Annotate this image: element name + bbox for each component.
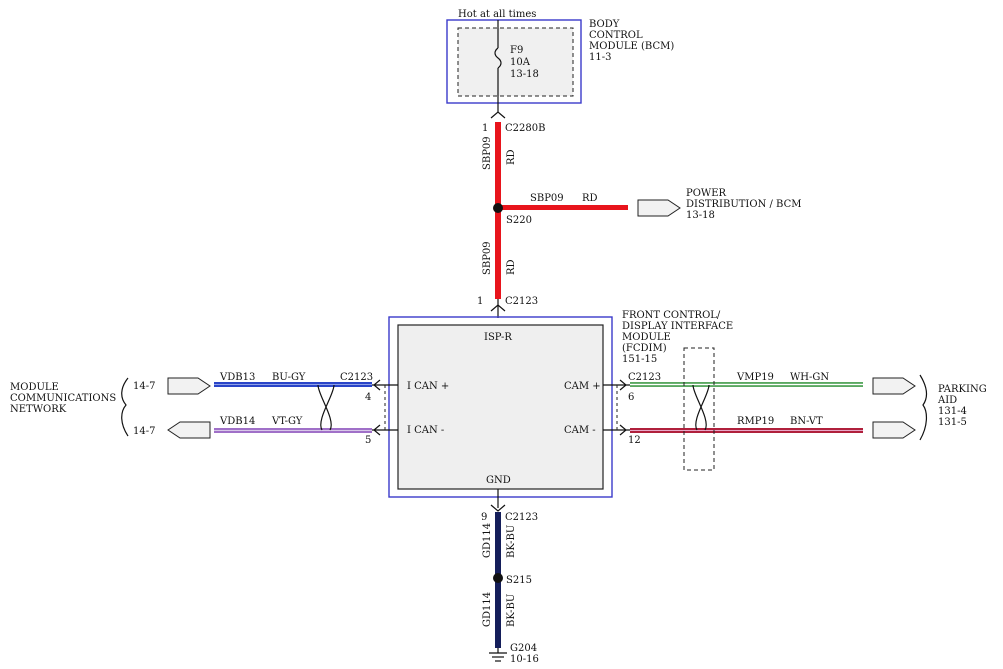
fcdim-outer-frame: [388, 316, 613, 498]
power-dist-ref: 13-18: [686, 210, 715, 221]
twisted-pair-right-icon: [692, 384, 710, 431]
color-bkbu-lower: BK-BU: [506, 594, 517, 627]
left-bottom-tag-icon: [167, 421, 211, 439]
ground-icon: [489, 648, 507, 662]
right-bottom-tag-icon: [872, 421, 916, 439]
twisted-pair-right-frame: [683, 347, 715, 471]
rmp19-color: BN-VT: [790, 416, 823, 427]
connector-arrow-icon: [373, 379, 381, 391]
pin-6: 6: [628, 392, 634, 403]
left-ref-bottom: 14-7: [133, 426, 155, 437]
fcdim-title-line3: MODULE: [622, 332, 671, 343]
connector-arrow-icon: [619, 379, 627, 391]
splice-s215-label: S215: [506, 575, 532, 586]
right-net-line2: AID: [937, 395, 957, 406]
fcdim-ref: 151-15: [622, 354, 657, 365]
connector-arrow-icon: [373, 424, 381, 436]
bcm-inner-frame: [457, 27, 574, 97]
twisted-pair-left-icon: [317, 384, 335, 431]
splice-s215-dot: [493, 573, 503, 583]
fcdim-pin-ican-plus: I CAN +: [407, 381, 449, 392]
ground-ref: 10-16: [510, 654, 539, 665]
bcm-title-line1: BODY: [589, 19, 620, 30]
connector-c2280b: C2280B: [505, 123, 545, 134]
fuse-id: F9: [510, 45, 523, 56]
bcm-supply-label: Hot at all times: [458, 9, 536, 20]
pin-c2280b: 1: [482, 123, 488, 134]
fcdim-title-line2: DISPLAY INTERFACE: [622, 321, 733, 332]
splice-s220-label: S220: [506, 215, 532, 226]
right-connector: C2123: [628, 372, 661, 383]
ground-id: G204: [510, 643, 537, 654]
right-net-line1: PARKING: [938, 384, 987, 395]
fcdim-pin-isp: ISP-R: [484, 332, 512, 343]
circuit-gd114-lower: GD114: [482, 592, 493, 627]
red-wire-branch: [498, 205, 628, 210]
right-ref-1: 131-4: [938, 406, 967, 417]
fcdim-pin-ican-minus: I CAN -: [407, 425, 444, 436]
color-rd-lower: RD: [506, 259, 517, 275]
vdb13-circuit: VDB13: [219, 372, 255, 383]
right-brace-icon: [919, 374, 927, 441]
bcm-outer-frame: [446, 19, 582, 104]
bcm-ref: 11-3: [589, 52, 611, 63]
connector-arrow-icon: [490, 504, 506, 512]
left-connector: C2123: [340, 372, 373, 383]
color-rd-top: RD: [506, 149, 517, 165]
pin-5: 5: [365, 435, 371, 446]
fcdim-title-line4: (FCDIM): [622, 343, 667, 354]
connector-arrow-icon: [619, 424, 627, 436]
left-brace-icon: [121, 377, 129, 437]
left-net-line2: COMMUNICATIONS: [10, 393, 116, 404]
left-top-tag-icon: [167, 377, 211, 395]
left-net-line3: NETWORK: [10, 404, 67, 415]
splice-s220-dot: [493, 203, 503, 213]
circuit-sbp09-top: SBP09: [482, 136, 493, 170]
fcdim-pin-gnd: GND: [486, 475, 511, 486]
power-dist-line1: POWER: [686, 188, 727, 199]
pin-9: 9: [481, 512, 487, 523]
pin-12: 12: [628, 435, 641, 446]
fcdim-pin-cam-plus: CAM +: [564, 381, 601, 392]
vmp19-color: WH-GN: [790, 372, 829, 383]
circuit-sbp09-branch: SBP09: [530, 193, 564, 204]
pin-4: 4: [365, 392, 371, 403]
fuse-icon: [494, 47, 502, 69]
fcdim-title-line1: FRONT CONTROL/: [622, 310, 721, 321]
bcm-title-line3: MODULE (BCM): [589, 41, 674, 52]
fcdim-pin-cam-minus: CAM -: [564, 425, 596, 436]
left-ref-top: 14-7: [133, 381, 155, 392]
circuit-sbp09-lower: SBP09: [482, 241, 493, 275]
pin-c2123-isp: 1: [477, 296, 483, 307]
fuse-rating: 10A: [510, 57, 531, 68]
color-rd-branch: RD: [582, 193, 598, 204]
vdb14-circuit: VDB14: [219, 416, 255, 427]
bcm-title-line2: CONTROL: [589, 30, 643, 41]
power-dist-line2: DISTRIBUTION / BCM: [686, 199, 801, 210]
left-net-line1: MODULE: [10, 382, 59, 393]
rmp19-circuit: RMP19: [737, 416, 774, 427]
connector-arrow-icon: [490, 111, 506, 119]
vdb13-color: BU-GY: [272, 372, 306, 383]
right-ref-2: 131-5: [938, 417, 967, 428]
circuit-gd114-upper: GD114: [482, 523, 493, 558]
fuse-ref: 13-18: [510, 69, 539, 80]
power-distribution-tag-icon: [637, 199, 681, 217]
vdb14-color: VT-GY: [271, 416, 303, 427]
right-top-tag-icon: [872, 377, 916, 395]
vmp19-circuit: VMP19: [736, 372, 774, 383]
connector-c2123-gnd: C2123: [505, 512, 538, 523]
fcdim-inner-box: [397, 324, 604, 490]
color-bkbu-upper: BK-BU: [506, 525, 517, 558]
connector-c2123-isp: C2123: [505, 296, 538, 307]
